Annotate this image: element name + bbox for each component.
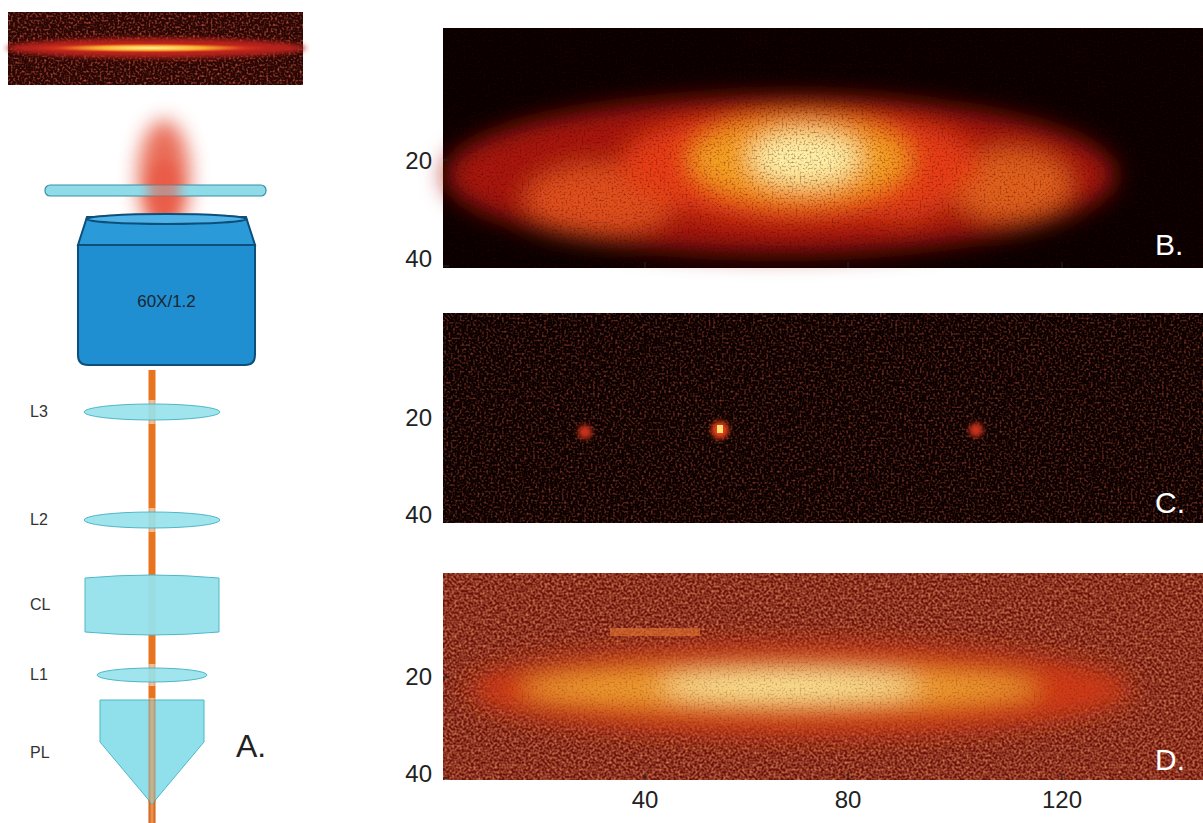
objective-label: 60X/1.2 <box>137 292 196 312</box>
panel-letter: C. <box>1155 488 1185 518</box>
laser-beam-connector <box>149 370 156 400</box>
lens-shape <box>22 664 222 686</box>
lens-ellipse <box>97 668 207 682</box>
laser-beam-connector <box>149 532 156 575</box>
laser-beam <box>149 698 156 802</box>
inset-image <box>6 12 306 85</box>
laser-beam-connector <box>149 686 156 698</box>
panel-letter: A. <box>236 730 266 762</box>
laser-beam-connector <box>149 635 156 664</box>
axis-tick-label: 40 <box>632 788 659 812</box>
lens-ellipse <box>84 512 220 528</box>
component-label: CL <box>30 596 50 614</box>
axis-ticks <box>443 160 1062 780</box>
objective-lens: 60X/1.2 <box>75 213 258 370</box>
laser-beam-connector <box>149 424 156 508</box>
lens-ellipse <box>84 404 220 420</box>
axis-tick-label: 20 <box>405 665 432 689</box>
lens-shape <box>22 508 222 532</box>
cylinder-lens-shape <box>85 575 219 635</box>
panel-letter: B. <box>1155 230 1183 260</box>
component-label: L1 <box>30 666 48 684</box>
axis-tick-label: 20 <box>405 149 432 173</box>
axis-tick-label: 20 <box>405 406 432 430</box>
objective-body <box>78 245 255 365</box>
panel-letter: D. <box>1155 745 1185 775</box>
component-label: PL <box>30 744 50 762</box>
cylindrical-lens: CL <box>22 575 222 635</box>
component-label: L3 <box>30 403 48 421</box>
image-panel-d <box>443 573 1203 780</box>
image-panel-b <box>443 28 1203 268</box>
lens-shape <box>22 698 222 808</box>
prism-lens: PL <box>22 698 222 808</box>
axis-tick-label: 40 <box>405 762 432 786</box>
axis-tick-label: 80 <box>835 788 862 812</box>
lens-l2: L2 <box>22 508 222 532</box>
light-sheet-glow <box>148 160 180 220</box>
image-panel-c <box>443 313 1203 523</box>
lens-l1: L1 <box>22 664 222 686</box>
axis-tick-label: 40 <box>405 503 432 527</box>
lens-shape <box>22 575 222 635</box>
lens-l3: L3 <box>22 400 222 424</box>
axis-tick-label: 120 <box>1042 788 1082 812</box>
axis-tick-label: 40 <box>405 247 432 271</box>
objective-rim <box>87 214 247 224</box>
lens-shape <box>22 400 222 424</box>
component-label: L2 <box>30 511 48 529</box>
